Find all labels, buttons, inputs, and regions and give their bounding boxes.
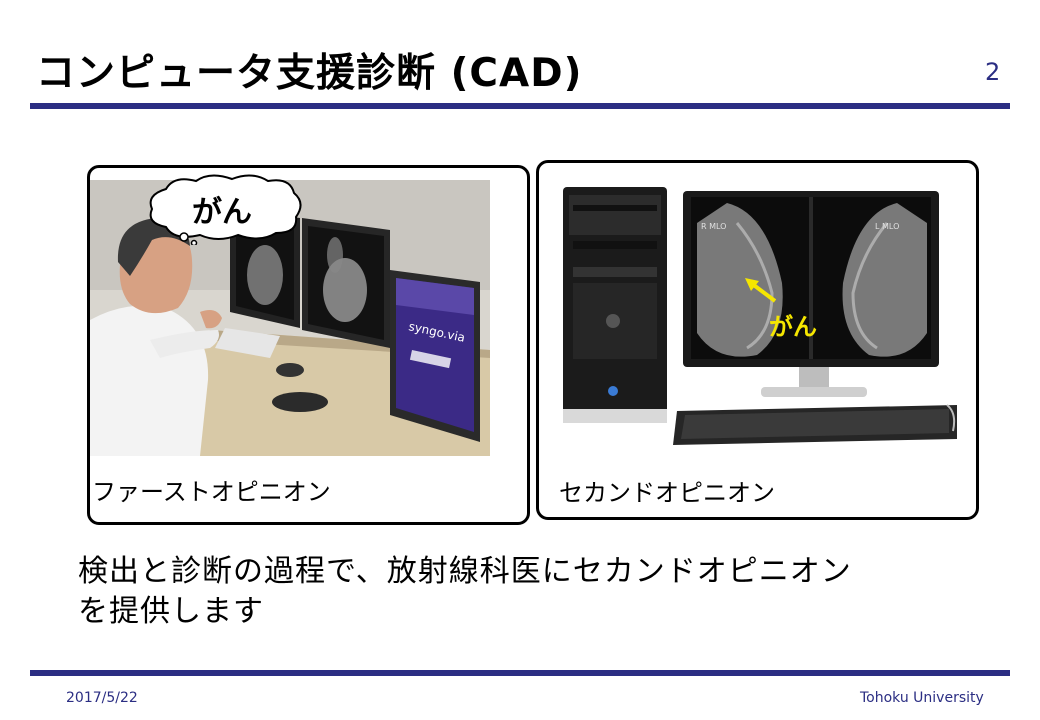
slide-title: コンピュータ支援診断 (CAD) <box>36 51 583 96</box>
first-opinion-panel: syngo.via がん ファーストオピニオン <box>87 165 530 525</box>
mammo-label-right: L MLO <box>875 222 899 231</box>
annotation-text: がん <box>769 313 817 341</box>
bubble-text: がん <box>192 195 252 230</box>
body-text: 検出と診断の過程で、放射線科医にセカンドオピニオン を提供します <box>78 552 852 632</box>
footer-date: 2017/5/22 <box>66 690 138 706</box>
second-opinion-panel: R MLO L MLO がん セカンドオピニオン <box>536 160 979 520</box>
mammo-label-left: R MLO <box>701 222 726 231</box>
footer-rule <box>30 670 1010 676</box>
second-opinion-caption: セカンドオピニオン <box>559 479 775 507</box>
page-number: 2 <box>985 58 1001 86</box>
speech-bubble: がん <box>144 173 306 247</box>
radiologist-photo: syngo.via <box>90 180 490 456</box>
first-opinion-caption: ファーストオピニオン <box>92 478 331 506</box>
footer-organization: Tohoku University <box>860 690 984 706</box>
cad-workstation-image: R MLO L MLO がん <box>557 183 957 453</box>
body-line-1: 検出と診断の過程で、放射線科医にセカンドオピニオン <box>78 554 852 589</box>
header-rule <box>30 103 1010 109</box>
body-line-2: を提供します <box>78 594 264 629</box>
